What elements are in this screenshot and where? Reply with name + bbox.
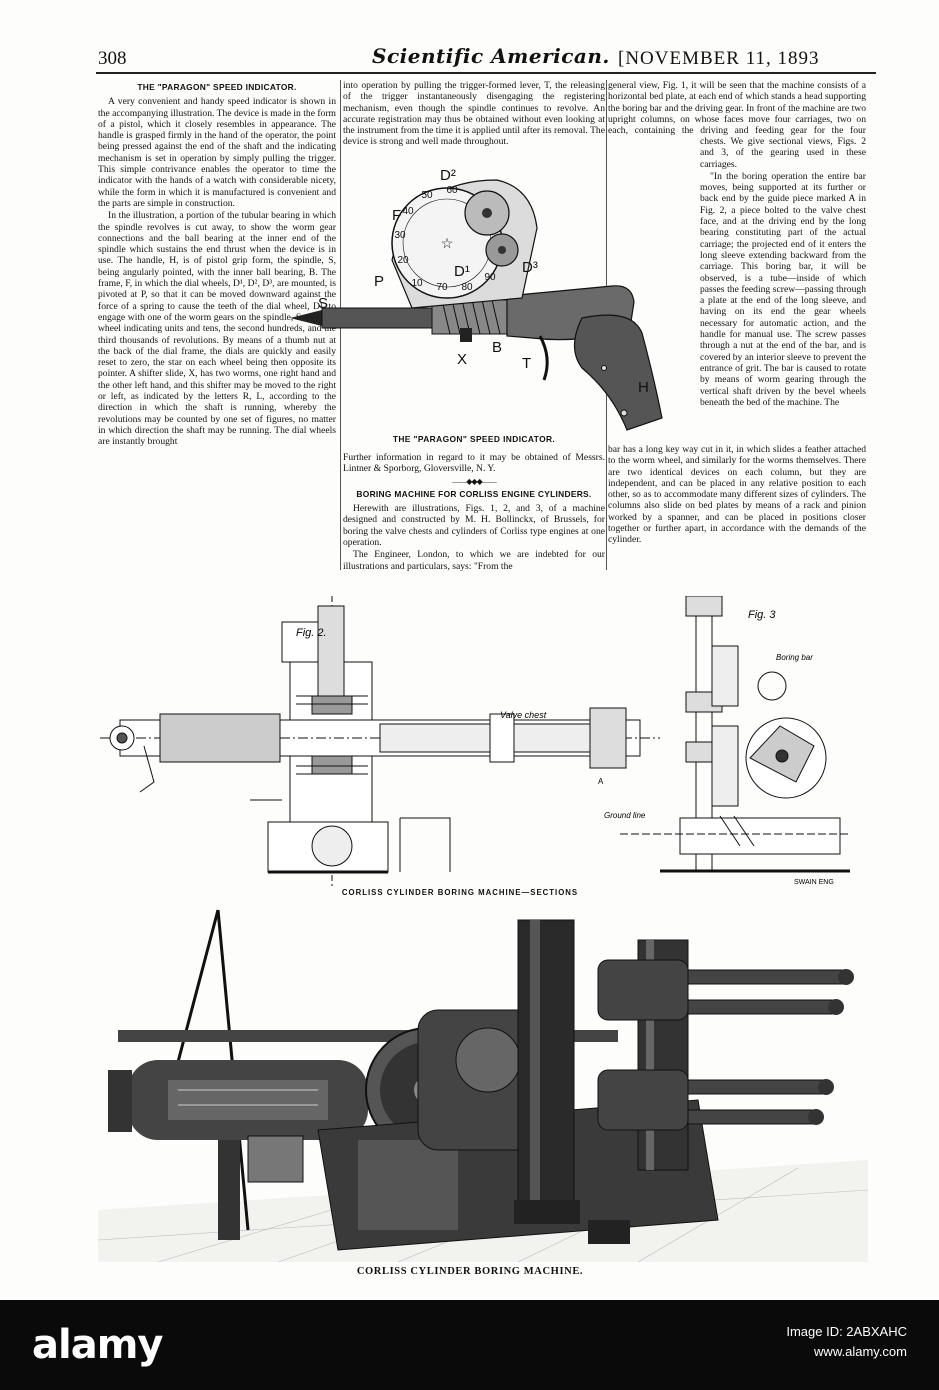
label-P: P (374, 273, 384, 290)
article-title-speed-indicator: THE "PARAGON" SPEED INDICATOR. (137, 82, 297, 92)
right-carriages (597, 959, 849, 1131)
column-3-top: general view, Fig. 1, it will be seen th… (608, 80, 866, 136)
dial-number: 50 (421, 190, 433, 201)
figure-caption-speed-indicator: THE "PARAGON" SPEED INDICATOR. (392, 434, 556, 444)
figure-caption-machine: CORLISS CYLINDER BORING MACHINE. (356, 1266, 584, 1277)
figure-caption-sections: CORLISS CYLINDER BORING MACHINE—SECTIONS (341, 888, 579, 897)
boring-bar-label: Boring bar (776, 653, 813, 662)
shifter-slide-X (460, 328, 472, 342)
label-B: B (492, 339, 502, 356)
section-ornament: ——◆◆◆—— (452, 476, 496, 486)
label-D1: D¹ (454, 263, 470, 280)
label-X: X (457, 351, 467, 368)
dial-number: 40 (402, 206, 414, 217)
dial-number: 70 (436, 282, 448, 293)
image-id: Image ID: 2ABXAHC (786, 1324, 907, 1339)
ground-line-label: Ground line (604, 811, 646, 820)
fig-2-section-drawing: Fig. 2. Valve chest A (100, 596, 660, 886)
paragraph: into operation by pulling the trigger-fo… (343, 80, 605, 148)
paragraph: Herewith are illustrations, Figs. 1, 2, … (343, 503, 605, 549)
boring-machine-illustration (98, 909, 868, 1262)
fig-2-label: Fig. 2. (296, 627, 327, 639)
dial-number: 10 (411, 278, 423, 289)
dial-number: 20 (397, 255, 409, 266)
paragraph: A very convenient and handy speed indica… (98, 96, 336, 209)
label-H: H (638, 379, 649, 396)
spindle (321, 307, 443, 329)
article-title-boring-machine: BORING MACHINE FOR CORLISS ENGINE CYLIND… (356, 488, 592, 499)
paragraph: chests. We give sectional views, Figs. 2… (700, 136, 866, 170)
dial-number: 80 (461, 282, 473, 293)
guide-piece-A-label: A (598, 777, 604, 786)
speed-indicator-illustration: 10 20 30 40 50 60 70 80 90 ☆ F D² D¹ D³ … (290, 168, 663, 431)
watermark-id: Image ID: 2ABXAHC www.alamy.com (786, 1322, 907, 1362)
paragraph: "In the boring operation the entire bar … (700, 170, 866, 408)
label-F: F (392, 207, 401, 224)
spindle-point (290, 310, 322, 326)
paragraph: Further information in regard to it may … (343, 452, 605, 475)
masthead: Scientific American. (372, 44, 610, 68)
trigger-T (538, 335, 549, 381)
paragraph: bar has a long key way cut in it, in whi… (608, 444, 866, 546)
page-number: 308 (98, 48, 127, 69)
fig-3-section-drawing: Fig. 3 Boring bar Ground line SWAIN ENG (604, 596, 850, 886)
column-1: THE "PARAGON" SPEED INDICATOR. A very co… (98, 80, 336, 572)
label-D2: D² (440, 168, 456, 184)
label-D3: D³ (522, 259, 538, 276)
valve-chest-label: Valve chest (500, 710, 547, 720)
column-2-bottom: Further information in regard to it may … (343, 452, 605, 572)
watermark-logo: alamy (32, 1322, 163, 1368)
fig-3-label: Fig. 3 (748, 609, 776, 621)
column-2-top: into operation by pulling the trigger-fo… (343, 80, 605, 172)
star-mark-icon: ☆ (441, 235, 454, 251)
dial-numbers: 10 20 30 40 50 60 70 80 90 (394, 185, 496, 293)
paragraph: The Engineer, London, to which we are in… (343, 549, 605, 572)
header-rule (96, 72, 876, 74)
support-leg (218, 1140, 240, 1240)
issue-date: [NOVEMBER 11, 1893 (618, 48, 820, 69)
paragraph: general view, Fig. 1, it will be seen th… (608, 80, 866, 136)
pistol-handle-H (573, 314, 663, 431)
label-S: S (318, 295, 328, 312)
watermark-site: www.alamy.com (814, 1344, 907, 1359)
column-3-middle: chests. We give sectional views, Figs. 2… (700, 136, 866, 444)
dial-number: 30 (394, 230, 406, 241)
worm-threads (441, 299, 501, 335)
upright-column-front (517, 919, 575, 1221)
column-3-bottom: bar has a long key way cut in it, in whi… (608, 444, 866, 572)
engraver-credit: SWAIN ENG (794, 879, 834, 886)
dial-number: 60 (446, 185, 458, 196)
label-T: T (522, 355, 531, 372)
watermark-bar: alamy Image ID: 2ABXAHC www.alamy.com (0, 1300, 939, 1390)
dial-number: 90 (484, 272, 496, 283)
paragraph: In the illustration, a portion of the tu… (98, 210, 336, 448)
newspaper-page: 308 Scientific American. [NOVEMBER 11, 1… (96, 44, 876, 1277)
